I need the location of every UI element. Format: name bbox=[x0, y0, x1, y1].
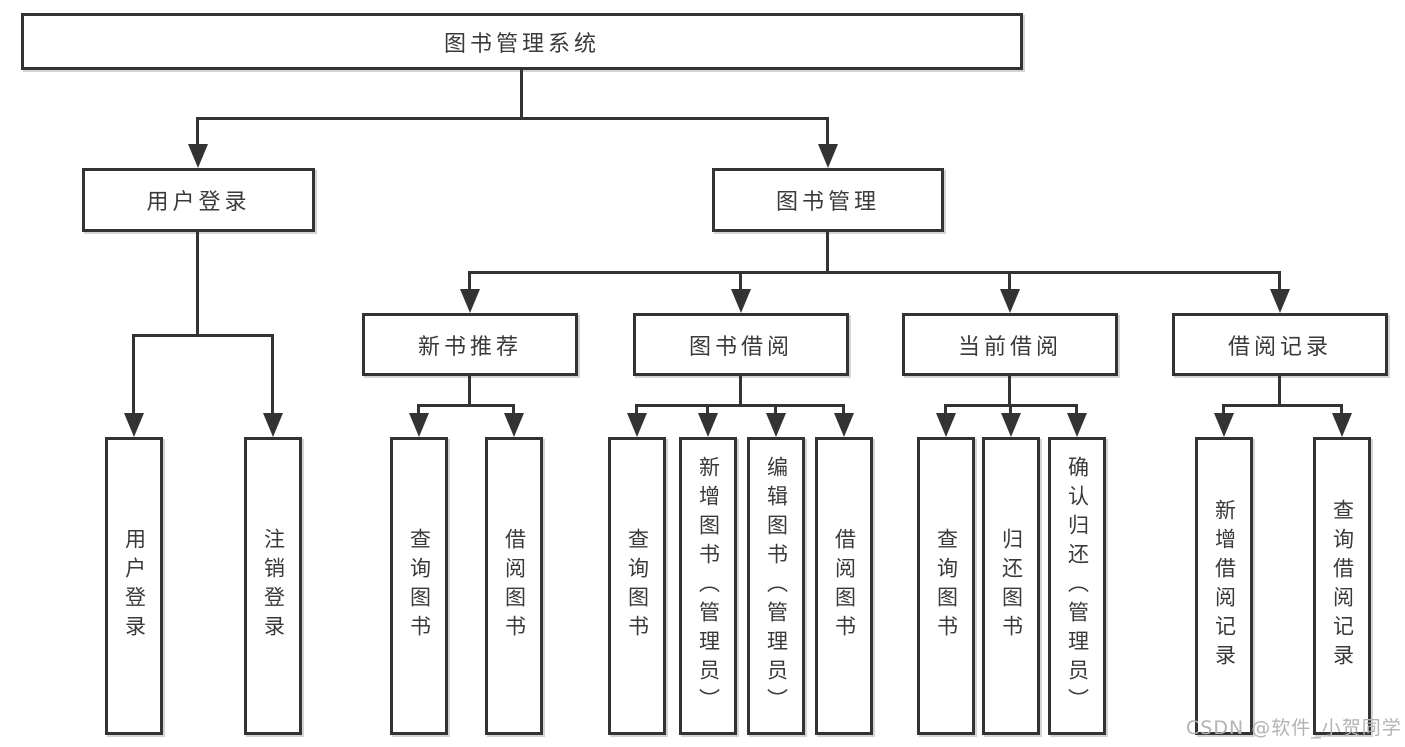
arrow-down-icon bbox=[1000, 289, 1020, 313]
arrow-down-icon bbox=[263, 413, 283, 437]
connector-level3-rail bbox=[468, 271, 1281, 274]
leaf-borrow-borrow-books: 借阅图书 bbox=[815, 437, 873, 735]
leaf-current-confirm-return-admin: 确认归还（管理员） bbox=[1048, 437, 1106, 735]
arrow-down-icon bbox=[698, 413, 718, 437]
connector-leaf-drop bbox=[1340, 404, 1343, 415]
connector-level3-drop bbox=[1278, 271, 1281, 291]
connector-level3-drop bbox=[468, 271, 471, 291]
leaf-borrow-add-books-admin: 新增图书（管理员） bbox=[679, 437, 737, 735]
arrow-down-icon bbox=[460, 289, 480, 313]
csdn-watermark: CSDN @软件_小贺同学 bbox=[1186, 717, 1402, 739]
arrow-down-icon bbox=[1067, 413, 1087, 437]
leaf-recommend-borrow-books: 借阅图书 bbox=[485, 437, 543, 735]
connector-borrow-rail bbox=[635, 404, 845, 407]
arrow-down-icon bbox=[504, 413, 524, 437]
connector-leaf-drop bbox=[1009, 404, 1012, 415]
connector-level3-drop bbox=[1008, 271, 1011, 291]
node-user-login: 用户登录 bbox=[82, 168, 315, 232]
node-new-book-recommend: 新书推荐 bbox=[362, 313, 578, 376]
leaf-borrow-edit-books-admin: 编辑图书（管理员） bbox=[747, 437, 805, 735]
leaf-records-add-record: 新增借阅记录 bbox=[1195, 437, 1253, 735]
connector-leaf-drop bbox=[774, 404, 777, 415]
arrow-down-icon bbox=[1214, 413, 1234, 437]
connector-user-login-rail bbox=[132, 334, 274, 337]
connector-recommend-rail bbox=[417, 404, 515, 407]
connector-leaf-drop bbox=[271, 334, 274, 415]
connector-recommend-stub bbox=[468, 374, 471, 406]
connector-leaf-drop bbox=[842, 404, 845, 415]
connector-level3-drop bbox=[739, 271, 742, 291]
connector-borrow-stub bbox=[739, 374, 742, 406]
leaf-recommend-query-books: 查询图书 bbox=[390, 437, 448, 735]
arrow-down-icon bbox=[731, 289, 751, 313]
connector-leaf-drop bbox=[132, 334, 135, 415]
connector-leaf-drop bbox=[706, 404, 709, 415]
connector-leaf-drop bbox=[944, 404, 947, 415]
node-book-borrow: 图书借阅 bbox=[633, 313, 849, 376]
connector-leaf-drop bbox=[512, 404, 515, 415]
arrow-down-icon bbox=[818, 144, 838, 168]
arrow-down-icon bbox=[409, 413, 429, 437]
connector-user-login-drop bbox=[196, 117, 199, 146]
arrow-down-icon bbox=[834, 413, 854, 437]
leaf-current-return-books: 归还图书 bbox=[982, 437, 1040, 735]
arrow-down-icon bbox=[627, 413, 647, 437]
arrow-down-icon bbox=[766, 413, 786, 437]
arrow-down-icon bbox=[936, 413, 956, 437]
node-current-borrow: 当前借阅 bbox=[902, 313, 1118, 376]
leaf-logout: 注销登录 bbox=[244, 437, 302, 735]
connector-root-stub bbox=[520, 69, 523, 120]
node-root: 图书管理系统 bbox=[21, 13, 1023, 70]
arrow-down-icon bbox=[1270, 289, 1290, 313]
connector-book-mgmt-drop bbox=[826, 117, 829, 146]
leaf-current-query-books: 查询图书 bbox=[917, 437, 975, 735]
arrow-down-icon bbox=[1001, 413, 1021, 437]
connector-level2-rail bbox=[196, 117, 829, 120]
connector-current-stub bbox=[1008, 374, 1011, 406]
arrow-down-icon bbox=[1332, 413, 1352, 437]
connector-book-mgmt-stub bbox=[826, 230, 829, 273]
connector-records-stub bbox=[1278, 374, 1281, 406]
connector-leaf-drop bbox=[635, 404, 638, 415]
connector-leaf-drop bbox=[417, 404, 420, 415]
leaf-borrow-query-books: 查询图书 bbox=[608, 437, 666, 735]
node-borrow-records: 借阅记录 bbox=[1172, 313, 1388, 376]
connector-records-rail bbox=[1222, 404, 1343, 407]
node-book-management: 图书管理 bbox=[712, 168, 944, 232]
connector-leaf-drop bbox=[1075, 404, 1078, 415]
leaf-records-query-record: 查询借阅记录 bbox=[1313, 437, 1371, 735]
arrow-down-icon bbox=[124, 413, 144, 437]
connector-user-login-stub bbox=[196, 230, 199, 336]
leaf-user-login: 用户登录 bbox=[105, 437, 163, 735]
arrow-down-icon bbox=[188, 144, 208, 168]
connector-leaf-drop bbox=[1222, 404, 1225, 415]
